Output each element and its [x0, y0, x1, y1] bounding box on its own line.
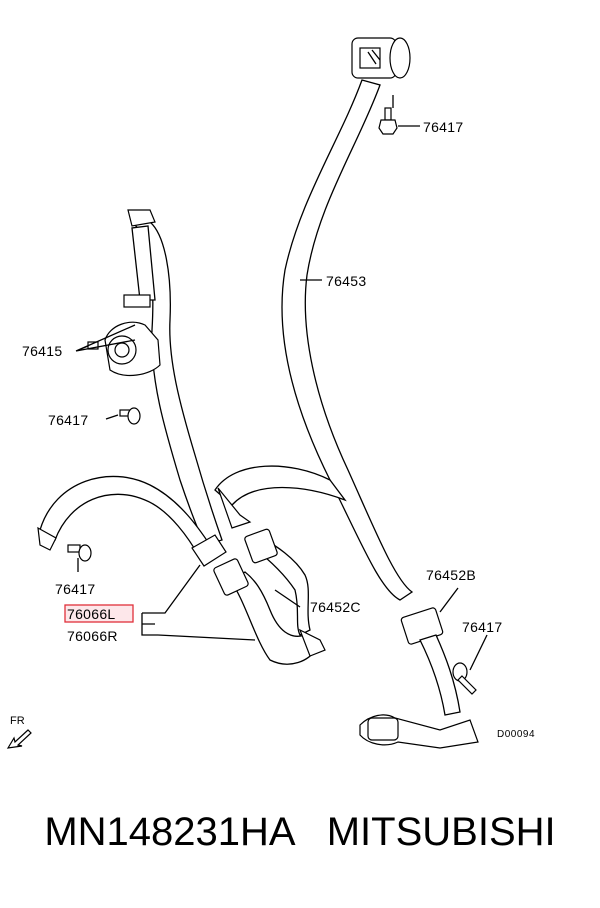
label-76417-mid: 76417 [48, 412, 88, 428]
leader-lines [75, 95, 488, 671]
label-76417-top: 76417 [423, 119, 463, 135]
label-76452b: 76452B [426, 567, 476, 583]
belt-left-upper [131, 221, 223, 546]
belt-76453 [281, 79, 414, 601]
highlight-box [64, 604, 134, 623]
seat-belt-diagram: 76417 76453 76415 76417 76417 76066L 760… [6, 37, 535, 749]
label-76417-right: 76417 [462, 619, 502, 635]
label-76452c: 76452C [310, 599, 361, 615]
bolt-76417-low [67, 544, 92, 562]
label-76417-low: 76417 [55, 581, 95, 597]
label-76415: 76415 [22, 343, 62, 359]
front-label: FR [10, 715, 25, 727]
brand-name: MITSUBISHI [326, 810, 556, 854]
diagram-code: D00094 [497, 729, 535, 740]
bolt-76417-right [452, 662, 477, 695]
buckle-76066 [213, 528, 326, 665]
lap-belt-right [214, 465, 347, 529]
part-number: MN148231HA [44, 810, 294, 854]
label-76453: 76453 [326, 273, 366, 289]
label-76066r: 76066R [67, 628, 118, 644]
bolt-76417-top [378, 107, 398, 135]
tongue-plate [191, 534, 227, 567]
label-76066l: 76066L [67, 606, 116, 622]
part-caption: MN148231HA MITSUBISHI [0, 810, 600, 855]
left-retractor [104, 209, 161, 377]
front-arrow-icon [6, 729, 32, 749]
bolt-76417-mid [119, 407, 141, 425]
top-anchor [351, 37, 411, 79]
anchor-76452b [359, 607, 479, 749]
